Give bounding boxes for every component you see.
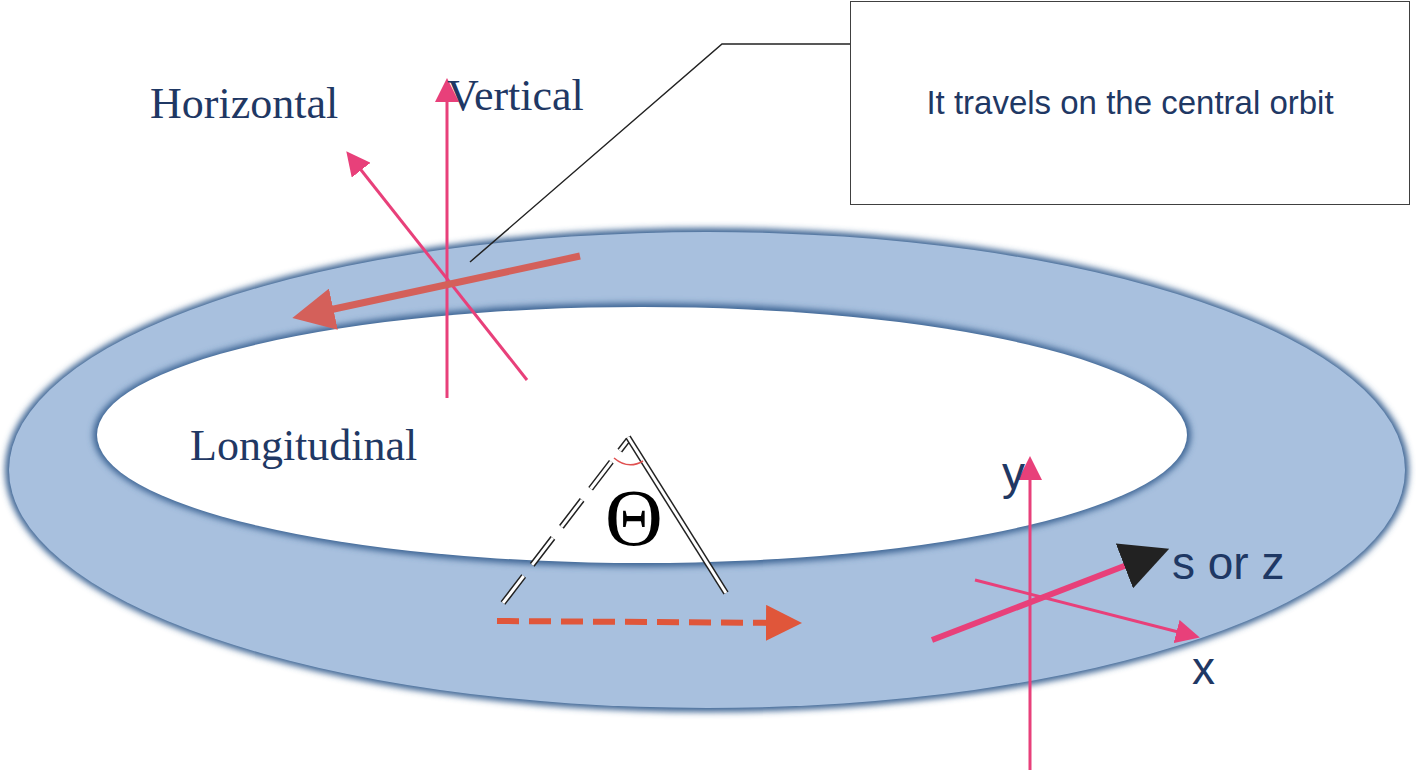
- horizontal-axis: [350, 156, 527, 380]
- ring-shadow: [5, 228, 1409, 712]
- x-axis: [975, 580, 1194, 636]
- vertical-axis: [446, 84, 449, 398]
- angle-arc: [614, 458, 643, 465]
- axis-label: Vertical: [447, 74, 584, 118]
- axis-label: Longitudinal: [190, 424, 417, 468]
- callout-box: It travels on the central orbit: [850, 1, 1410, 205]
- longitudinal-axis: [306, 256, 580, 315]
- y-axis: [1029, 462, 1032, 770]
- axis-label: y: [1002, 450, 1025, 496]
- axis-label: Horizontal: [150, 82, 338, 126]
- ring-band: [9, 232, 1405, 708]
- axis-label: s or z: [1172, 540, 1284, 586]
- ring-hole: [97, 307, 1187, 563]
- angle-label: Θ: [605, 478, 663, 558]
- callout-text: It travels on the central orbit: [926, 82, 1333, 123]
- axis-label: x: [1192, 645, 1215, 691]
- motion-arrow: [497, 621, 790, 623]
- ring-inner-edge: [93, 303, 1191, 567]
